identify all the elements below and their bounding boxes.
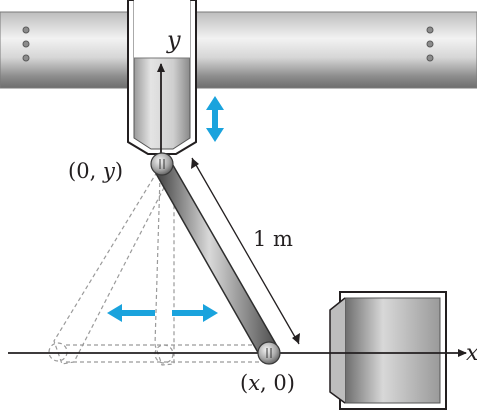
ceiling-beam [0,11,477,89]
top-pin [150,152,174,176]
rod-length-label: 1 m [253,227,293,251]
top-point-label: (0, y) [68,159,123,183]
horizontal-motion-arrow [107,304,218,322]
vertical-motion-arrow [206,96,224,142]
horizontal-slide-block [329,291,447,410]
bottom-pin [257,341,281,365]
length-dimension [191,157,300,345]
beam-bolts-right [426,26,434,62]
vertical-sleeve [127,0,197,155]
rod [152,158,279,358]
ghost-positions [48,171,268,366]
y-axis-label: y [166,26,181,54]
bottom-point-label: (x, 0) [240,371,295,395]
beam-bolts-left [22,26,30,62]
x-axis-label: x [466,341,477,366]
